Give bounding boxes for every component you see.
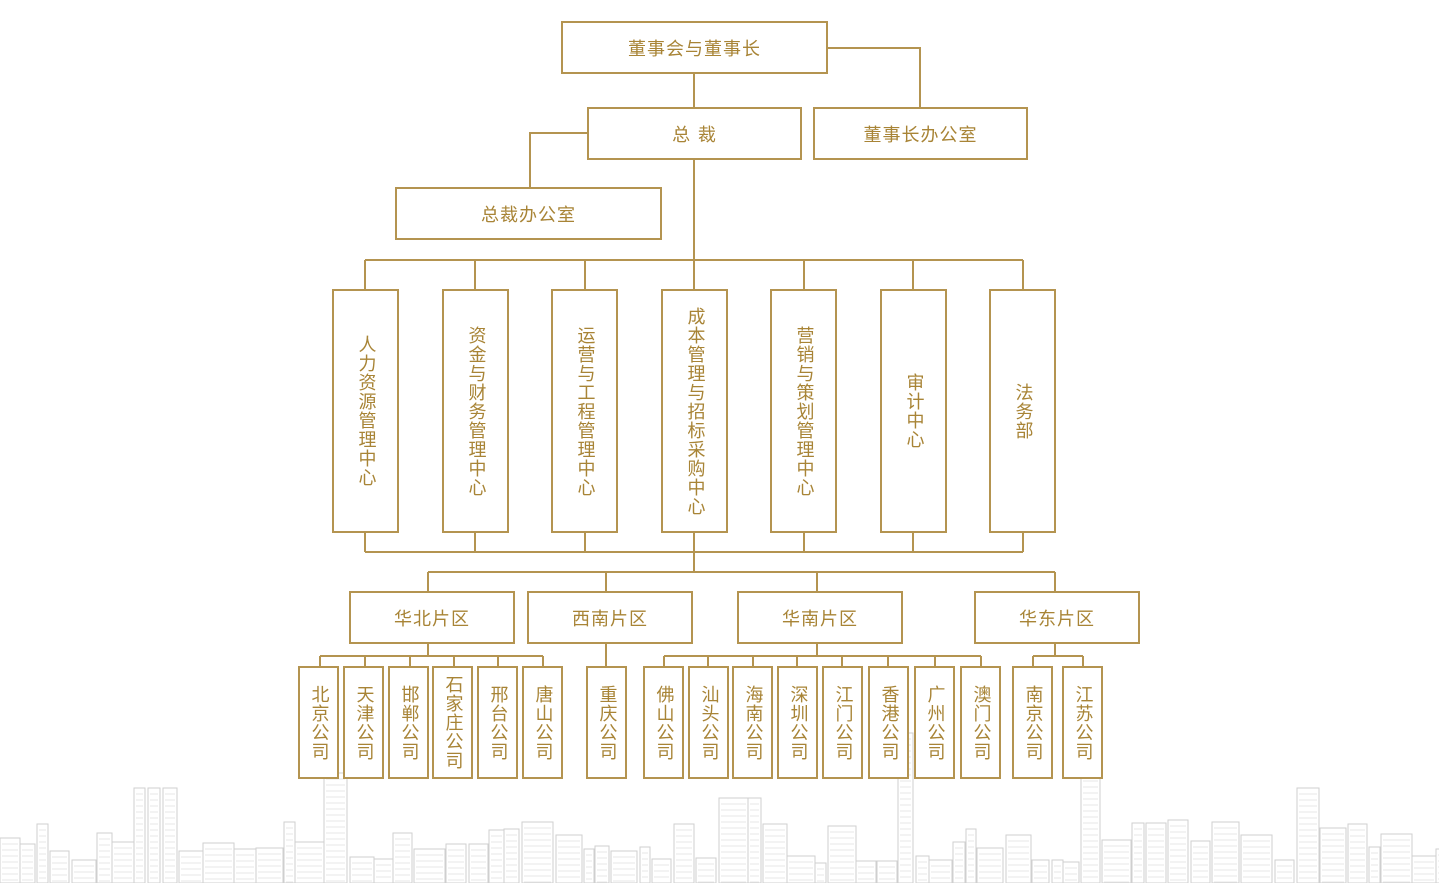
dept-box-hr: 人力资源管理中心 [332,289,399,533]
company-box-handan: 邯郸公司 [388,666,429,779]
board-label: 董事会与董事长 [628,35,761,61]
region-box-xinan: 西南片区 [527,591,693,644]
connector-board-chairman-office [827,48,920,108]
dept-box-cost: 成本管理与招标采购中心 [661,289,728,533]
president-office-box: 总裁办公室 [395,187,662,240]
dept-label: 法务部 [1014,383,1032,440]
dept-label: 营销与策划管理中心 [795,326,813,497]
company-box-shenzhen: 深圳公司 [777,666,818,779]
dept-box-operations: 运营与工程管理中心 [551,289,618,533]
company-label: 邢台公司 [489,685,507,761]
company-label: 深圳公司 [789,685,807,761]
company-box-tianjin: 天津公司 [343,666,384,779]
dept-label: 成本管理与招标采购中心 [686,307,704,516]
company-box-beijing: 北京公司 [298,666,339,779]
company-box-xingtai: 邢台公司 [477,666,518,779]
region-label: 华东片区 [1019,605,1095,631]
dept-box-legal: 法务部 [989,289,1056,533]
company-box-jiangmen: 江门公司 [822,666,863,779]
region-label: 华北片区 [394,605,470,631]
region-box-huanan: 华南片区 [737,591,903,644]
dept-label: 审计中心 [905,373,923,449]
board-box: 董事会与董事长 [561,21,828,74]
company-box-tangshan: 唐山公司 [522,666,563,779]
company-label: 石家庄公司 [444,675,462,770]
company-box-macau: 澳门公司 [960,666,1001,779]
company-box-shijiazhuang: 石家庄公司 [432,666,473,779]
company-box-chongqing: 重庆公司 [586,666,627,779]
company-label: 广州公司 [926,685,944,761]
company-label: 澳门公司 [972,685,990,761]
dept-label: 运营与工程管理中心 [576,326,594,497]
chairman-office-box: 董事长办公室 [813,107,1028,160]
dept-box-audit: 审计中心 [880,289,947,533]
company-box-guangzhou: 广州公司 [914,666,955,779]
company-label: 唐山公司 [534,685,552,761]
region-label: 华南片区 [782,605,858,631]
region-label: 西南片区 [572,605,648,631]
company-box-nanjing: 南京公司 [1012,666,1053,779]
company-box-foshan: 佛山公司 [643,666,684,779]
president-label: 总 裁 [672,121,717,147]
chairman-office-label: 董事长办公室 [864,121,978,147]
company-label: 佛山公司 [655,685,673,761]
company-label: 天津公司 [355,685,373,761]
president-office-label: 总裁办公室 [481,201,576,227]
company-label: 江苏公司 [1074,685,1092,761]
region-box-huadong: 华东片区 [974,591,1140,644]
region-box-huabei: 华北片区 [349,591,515,644]
company-label: 重庆公司 [598,685,616,761]
dept-label: 人力资源管理中心 [357,335,375,487]
company-label: 江门公司 [834,685,852,761]
dept-box-marketing: 营销与策划管理中心 [770,289,837,533]
connector-president-office [530,133,588,188]
company-label: 北京公司 [310,685,328,761]
company-label: 香港公司 [880,685,898,761]
company-box-shantou: 汕头公司 [688,666,729,779]
company-label: 海南公司 [744,685,762,761]
company-label: 南京公司 [1024,685,1042,761]
company-box-hainan: 海南公司 [732,666,773,779]
company-label: 汕头公司 [700,685,718,761]
company-label: 邯郸公司 [400,685,418,761]
dept-box-finance: 资金与财务管理中心 [442,289,509,533]
dept-label: 资金与财务管理中心 [467,326,485,497]
company-box-jiangsu: 江苏公司 [1062,666,1103,779]
company-box-hongkong: 香港公司 [868,666,909,779]
president-box: 总 裁 [587,107,802,160]
